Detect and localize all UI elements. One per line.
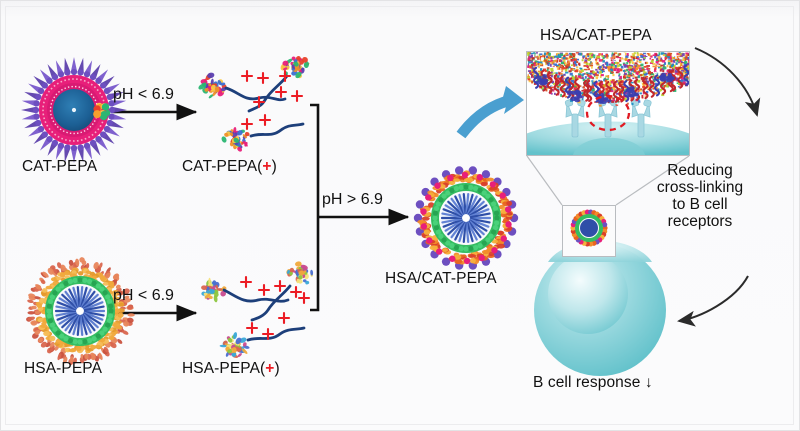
label-hsa-pepa-plus-base: HSA-PEPA( (182, 360, 266, 377)
arrow-annotation-to-bcell (677, 275, 749, 327)
reaction-ph-low-top: pH < 6.9 (113, 86, 174, 103)
annotation-line-3: to B cell (672, 196, 728, 213)
blue-curved-arrow (456, 86, 524, 139)
receptor-right (630, 99, 652, 138)
b-cell-response-text: B cell response (533, 374, 641, 391)
cat-pepa-plus-conjugates (198, 56, 310, 152)
annotation-line-4: receptors (667, 213, 733, 230)
mini-nanoparticle (570, 209, 608, 247)
label-cat-pepa-plus: CAT-PEPA(+) (182, 158, 277, 176)
reaction-ph-low-bottom: pH < 6.9 (113, 287, 174, 304)
charge-plus-sign-cat: + (262, 158, 272, 175)
b-cell (534, 244, 666, 376)
annotation-reducing-crosslinking: Reducing cross-linking to B cell recepto… (657, 162, 743, 230)
label-hsa-pepa: HSA-PEPA (24, 360, 103, 377)
label-cat-pepa-plus-base: CAT-PEPA( (182, 158, 263, 175)
label-b-cell-response: B cell response ↓ (533, 374, 653, 392)
label-cat-pepa: CAT-PEPA (22, 158, 98, 175)
hsa-cat-pepa-particle (413, 166, 519, 270)
dashed-highlight-circle (585, 94, 631, 132)
hsa-pepa-plus-conjugates (201, 261, 314, 358)
hsa-pepa-particle (26, 257, 135, 366)
arrow-inset-to-annotation (694, 47, 761, 117)
label-hsa-pepa-plus: HSA-PEPA(+) (182, 360, 280, 378)
annotation-line-1: Reducing (667, 162, 733, 179)
reaction-ph-high: pH > 6.9 (322, 191, 383, 208)
inset-graphics (527, 52, 689, 155)
inset-source-box (562, 205, 616, 257)
inset-panel (526, 51, 690, 156)
label-hsa-pepa-plus-close: ) (274, 360, 280, 377)
label-inset-title: HSA/CAT-PEPA (540, 27, 652, 44)
magnifier-connectors (526, 155, 690, 206)
annotation-line-2: cross-linking (656, 179, 744, 196)
cat-pepa-particle (21, 57, 127, 163)
label-hsa-cat-pepa: HSA/CAT-PEPA (385, 270, 497, 287)
merge-bracket (310, 103, 320, 312)
charge-plus-sign-hsa: + (265, 360, 275, 377)
label-cat-pepa-plus-close: ) (271, 158, 277, 175)
down-arrow-icon: ↓ (644, 374, 653, 391)
